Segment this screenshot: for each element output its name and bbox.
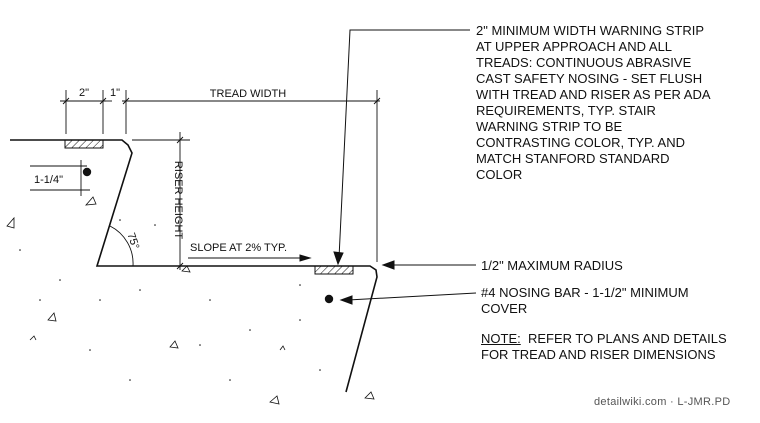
slope-arrow [188, 254, 312, 262]
top-dimensions [60, 90, 381, 262]
riser-angle-label: 75° [125, 231, 142, 251]
radius-note-text: 1/2" MAXIMUM RADIUS [481, 258, 623, 273]
refer-note-line-2: FOR TREAD AND RISER DIMENSIONS [481, 347, 716, 362]
refer-note: NOTE: REFER TO PLANS AND DETAILS FOR TRE… [481, 331, 727, 363]
riser-angle-arc [109, 225, 134, 267]
setback-label: 1" [110, 87, 120, 99]
nosing-bar-offset-dimension [30, 160, 90, 196]
nosing-bar-note-line: COVER [481, 301, 528, 316]
warning-strip-note-line: AT UPPER APPROACH AND ALL [476, 39, 673, 54]
nosing-bar-offset-label: 1-1/4" [34, 174, 63, 186]
warning-strip-note-line: TREADS: CONTINUOUS ABRASIVE [476, 55, 692, 70]
nosing-bar-note: #4 NOSING BAR - 1-1/2" MINIMUM COVER [481, 285, 689, 317]
warning-strip-leader [333, 29, 470, 266]
riser-height-label: RISER HEIGHT [172, 161, 184, 240]
warning-strip-note: 2" MINIMUM WIDTH WARNING STRIP AT UPPER … [476, 23, 711, 183]
upper-nosing-bar [82, 167, 92, 177]
lower-step-outline [180, 265, 378, 393]
refer-note-line-1-rest: REFER TO PLANS AND DETAILS [520, 331, 727, 346]
warning-strip-note-line: 2" MINIMUM WIDTH WARNING STRIP [476, 23, 705, 38]
warning-strip-note-line: WARNING STRIP TO BE [476, 119, 623, 134]
tread-width-label: TREAD WIDTH [210, 88, 286, 100]
source-credit: detailwiki.com · L-JMR.PD [594, 396, 731, 408]
concrete-aggregate-marks [6, 196, 375, 405]
lower-warning-strip [314, 265, 354, 275]
warning-strip-note-line: MATCH STANFORD STANDARD [476, 151, 670, 166]
slope-label: SLOPE AT 2% TYP. [190, 242, 287, 254]
warning-strip-note-line: REQUIREMENTS, TYP. STAIR [476, 103, 656, 118]
warning-strip-note-line: COLOR [476, 167, 523, 182]
refer-note-line-1: NOTE: REFER TO PLANS AND DETAILS [481, 331, 727, 347]
warning-strip-note-line: CAST SAFETY NOSING - SET FLUSH [476, 71, 703, 86]
note-prefix: NOTE: [481, 331, 521, 346]
radius-note: 1/2" MAXIMUM RADIUS [481, 258, 623, 274]
warning-strip-note-line: CONTRASTING COLOR, TYP. AND [476, 135, 686, 150]
lower-nosing-bar [324, 294, 334, 304]
strip-width-label: 2" [79, 87, 89, 99]
nosing-bar-leader [339, 292, 477, 305]
riser-height-dimension [132, 132, 190, 270]
upper-step-outline [10, 139, 180, 267]
radius-leader [381, 260, 476, 270]
warning-strip-note-line: WITH TREAD AND RISER AS PER ADA [476, 87, 711, 102]
concrete-dots [19, 219, 321, 381]
upper-warning-strip [64, 139, 104, 149]
nosing-bar-note-line: #4 NOSING BAR - 1-1/2" MINIMUM [481, 285, 689, 300]
